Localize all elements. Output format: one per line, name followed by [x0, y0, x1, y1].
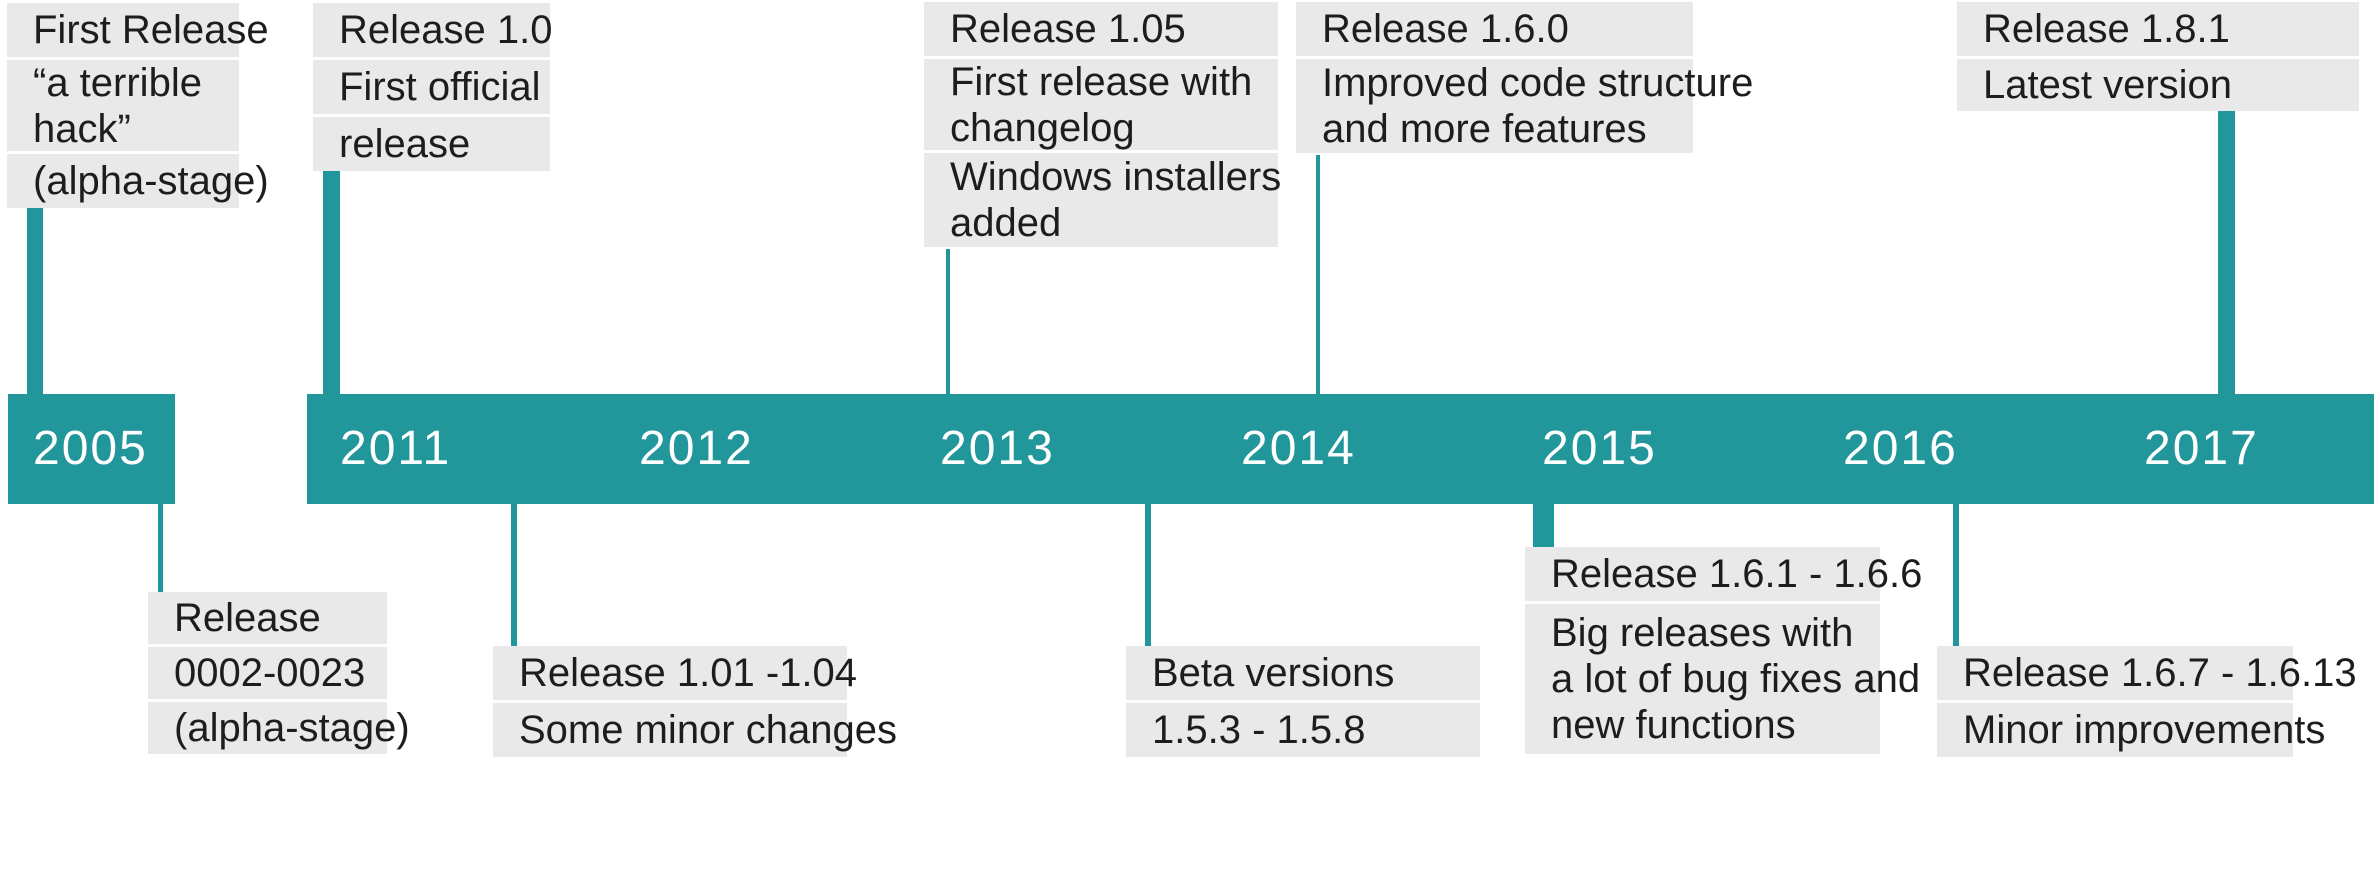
- event-row: First official: [313, 60, 550, 114]
- event-text-line: (alpha-stage): [33, 159, 269, 203]
- year-label-2011: 2011: [340, 422, 452, 475]
- event-text-line: “a terrible: [33, 60, 202, 105]
- event-row: First release with changelog: [924, 59, 1278, 150]
- event-text-line: changelog: [950, 105, 1135, 150]
- event-beta-versions: Beta versions 1.5.3 - 1.5.8: [1126, 646, 1480, 760]
- event-text-line: Release 1.6.7 - 1.6.13: [1963, 651, 2357, 695]
- year-label-2017: 2017: [2144, 422, 2259, 475]
- event-release-1-6-1-1-6-6: Release 1.6.1 - 1.6.6 Big releases with …: [1525, 547, 1923, 757]
- event-row: Minor improvements: [1937, 703, 2326, 757]
- event-text-line: 0002-0023: [174, 651, 366, 695]
- event-row: release: [313, 117, 550, 171]
- event-row: Release 1.6.0: [1296, 2, 1693, 56]
- stem-release-1-6-1-1-6-6: [1533, 504, 1554, 547]
- stem-first-release: [27, 208, 43, 394]
- event-text-line: 1.5.3 - 1.5.8: [1152, 708, 1366, 752]
- event-release-1-01-1-04: Release 1.01 -1.04 Some minor changes: [493, 646, 897, 760]
- year-label-2013: 2013: [940, 422, 1055, 475]
- event-row: Release 1.6.7 - 1.6.13: [1937, 646, 2357, 700]
- event-text-line: Improved code structure: [1322, 61, 1754, 105]
- event-row: “a terrible hack”: [7, 60, 239, 151]
- event-row: Release 1.01 -1.04: [493, 646, 858, 700]
- event-release-1-6-7-1-6-13: Release 1.6.7 - 1.6.13 Minor improvement…: [1937, 646, 2357, 760]
- stem-release-1-6-7-1-6-13: [1953, 504, 1959, 646]
- event-release-0002-0023: Release 0002-0023 (alpha-stage): [148, 592, 410, 757]
- timeline-bar-2005-segment: [8, 394, 175, 504]
- event-row: Release 1.0: [313, 3, 553, 57]
- event-row: Latest version: [1957, 59, 2359, 111]
- event-row: Beta versions: [1126, 646, 1480, 700]
- stem-release-0002-0023: [158, 504, 163, 592]
- event-text-line: First release with: [950, 59, 1253, 104]
- event-row: Release 1.8.1: [1957, 2, 2359, 56]
- event-text-line: a lot of bug fixes and: [1551, 657, 1921, 701]
- event-row: Windows installers added: [924, 153, 1282, 247]
- event-row: (alpha-stage): [148, 702, 410, 754]
- event-release-1-8-1: Release 1.8.1 Latest version: [1957, 2, 2359, 114]
- event-row: Release 1.05: [924, 2, 1278, 56]
- event-row: Improved code structure and more feature…: [1296, 59, 1754, 153]
- event-row: Release: [148, 592, 387, 644]
- event-text-line: First official: [339, 65, 541, 109]
- event-text-line: release: [339, 122, 471, 166]
- event-text-line: new functions: [1551, 703, 1796, 747]
- stem-release-1-01-1-04: [511, 504, 517, 646]
- event-text-line: (alpha-stage): [174, 706, 410, 750]
- event-text-line: Release 1.01 -1.04: [519, 651, 858, 695]
- event-text-line: added: [950, 201, 1062, 245]
- event-text-line: Big releases with: [1551, 611, 1854, 655]
- event-first-release: First Release “a terrible hack” (alpha-s…: [7, 3, 269, 211]
- event-text-line: Windows installers: [950, 155, 1282, 199]
- event-text-line: Release 1.05: [950, 7, 1186, 51]
- event-row: 1.5.3 - 1.5.8: [1126, 703, 1480, 757]
- event-release-1-6-0: Release 1.6.0 Improved code structure an…: [1296, 2, 1754, 156]
- year-label-2015: 2015: [1542, 422, 1657, 475]
- stem-release-1-0: [323, 171, 340, 394]
- event-text-line: Minor improvements: [1963, 708, 2326, 752]
- stem-beta-versions: [1145, 504, 1151, 646]
- event-text-line: Release: [174, 596, 321, 640]
- event-row: Some minor changes: [493, 703, 897, 757]
- stem-release-1-05: [946, 249, 950, 394]
- event-row: First Release: [7, 3, 269, 57]
- year-label-2014: 2014: [1241, 422, 1356, 475]
- event-text-line: Some minor changes: [519, 708, 897, 752]
- stem-release-1-6-0: [1316, 155, 1320, 394]
- event-text-line: Beta versions: [1152, 651, 1395, 695]
- year-label-2012: 2012: [639, 422, 754, 475]
- event-row: 0002-0023: [148, 647, 387, 699]
- event-text-line: and more features: [1322, 107, 1647, 151]
- event-text-line: hack”: [33, 106, 131, 151]
- event-text-line: Release 1.0: [339, 8, 553, 52]
- event-text-line: Latest version: [1983, 63, 2233, 107]
- event-row: (alpha-stage): [7, 154, 269, 208]
- event-release-1-05: Release 1.05 First release with changelo…: [924, 2, 1282, 250]
- event-text-line: Release 1.8.1: [1983, 7, 2230, 51]
- timeline-bar-main-segment: [307, 394, 2374, 504]
- event-row: Big releases with a lot of bug fixes and…: [1525, 604, 1921, 754]
- event-row: Release 1.6.1 - 1.6.6: [1525, 547, 1923, 601]
- event-text-line: Release 1.6.0: [1322, 7, 1569, 51]
- year-label-2016: 2016: [1843, 422, 1958, 475]
- event-text-line: First Release: [33, 8, 269, 52]
- stem-release-1-8-1: [2218, 111, 2235, 394]
- event-release-1-0: Release 1.0 First official release: [313, 3, 553, 174]
- event-text-line: Release 1.6.1 - 1.6.6: [1551, 552, 1923, 596]
- year-label-2005: 2005: [33, 422, 148, 475]
